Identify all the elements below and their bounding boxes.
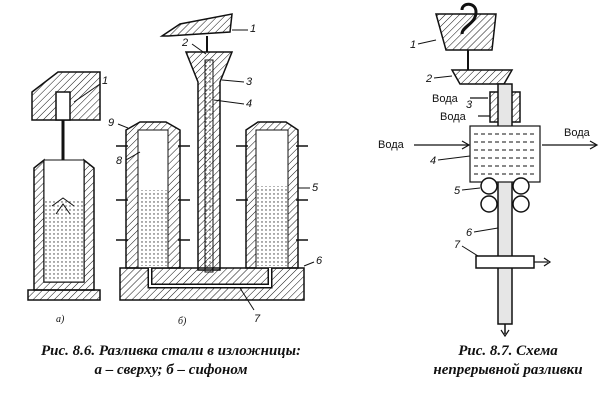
tundish	[450, 69, 514, 85]
ladle	[435, 13, 497, 51]
fig86a-label-1: 1	[102, 75, 108, 87]
mould-a-base	[27, 289, 101, 301]
caption-fig87: Рис. 8.7. Схема непрерывной разливки	[404, 342, 612, 380]
water-label-in: Вода	[378, 139, 405, 151]
roller-1-left	[480, 177, 498, 195]
ladle-lip	[159, 13, 233, 37]
fig87-label-2: 2	[425, 73, 432, 85]
mould-b-right-metal	[257, 186, 287, 266]
fig86a-top-pouring: 1 а)	[27, 71, 108, 325]
fig87-label-1: 1	[410, 39, 416, 51]
roller-1-right	[512, 177, 530, 195]
fig86b-label-6: 6	[316, 255, 323, 267]
runner-channel	[204, 59, 214, 273]
fig86b-label-2: 2	[181, 37, 188, 49]
fig87-continuous-casting: Вода Вода Вода Вода 1 2 3 4 5 6 7	[378, 2, 599, 338]
sublabel-b: б)	[178, 316, 187, 327]
water-label-2: Вода	[440, 111, 467, 123]
crystallizer-left	[490, 92, 498, 122]
fig87-label-7: 7	[454, 239, 461, 251]
mould-a-metal	[45, 200, 83, 281]
caption-fig87-line2: непрерывной разливки	[433, 362, 583, 378]
mould-b-left-metal	[139, 190, 167, 266]
caption-fig87-line1: Рис. 8.7. Схема	[458, 343, 558, 359]
water-label-out: Вода	[564, 127, 591, 139]
fig86b-label-7: 7	[254, 313, 261, 325]
fig87-label-4: 4	[430, 155, 436, 167]
fig86b-siphon-pouring: 2 1 3 4 5 6 7 8 9 б)	[108, 13, 323, 327]
fig87-label-3: 3	[466, 99, 473, 111]
fig86b-label-3: 3	[246, 76, 253, 88]
ladle-hook	[460, 2, 478, 35]
fig86b-label-5: 5	[312, 182, 319, 194]
splash	[51, 197, 75, 215]
cutter	[475, 255, 535, 269]
strand	[497, 83, 513, 325]
ladle-nozzle	[55, 91, 71, 121]
fig86b-label-9: 9	[108, 117, 114, 129]
fig86b-label-8: 8	[116, 155, 123, 167]
water-label-1: Вода	[432, 93, 459, 105]
fig87-label-5: 5	[454, 185, 461, 197]
fig86b-label-4: 4	[246, 98, 252, 110]
roller-2-right	[512, 195, 530, 213]
crystallizer-right	[512, 92, 520, 122]
caption-fig86-line2: а – сверху; б – сифоном	[94, 362, 248, 378]
fig86b-label-1: 1	[250, 23, 256, 35]
fig87-label-6: 6	[466, 227, 473, 239]
caption-fig86-line1: Рис. 8.6. Разливка стали в изложницы:	[40, 343, 302, 359]
roller-2-left	[480, 195, 498, 213]
spray-zone	[469, 125, 541, 183]
caption-fig86: Рис. 8.6. Разливка стали в изложницы: а …	[12, 342, 330, 380]
sublabel-a: а)	[56, 314, 65, 325]
